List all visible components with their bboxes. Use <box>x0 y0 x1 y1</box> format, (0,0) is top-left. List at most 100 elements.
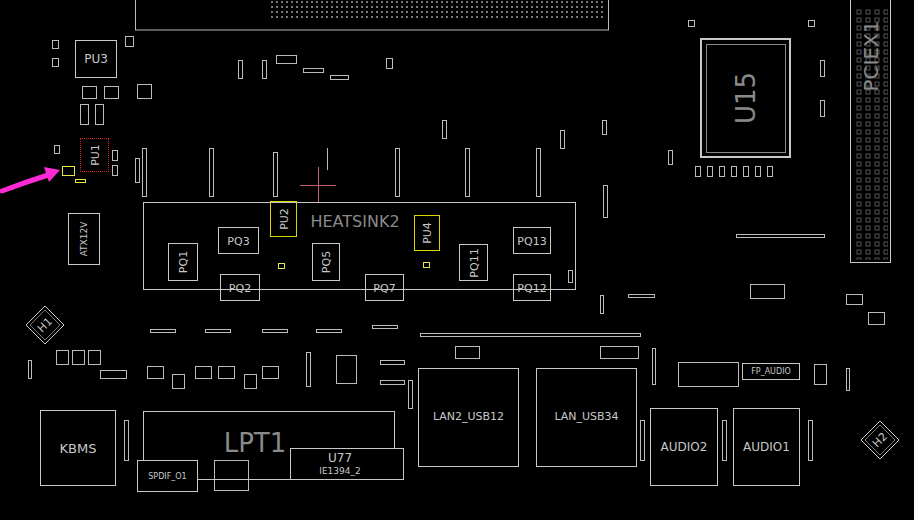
pad <box>219 367 235 379</box>
pad <box>89 351 101 365</box>
part-label: AUDIO2 <box>661 441 708 453</box>
part-label: H1 <box>36 316 55 335</box>
component-outline: PQ5 <box>312 243 340 281</box>
pad <box>603 121 607 135</box>
component-outline: ATX12V <box>68 213 100 265</box>
mounting-hole: H1 <box>25 305 65 345</box>
part-label: PCIEX1 <box>861 21 881 92</box>
pad <box>125 421 129 461</box>
pad <box>113 166 118 176</box>
pad <box>101 371 127 379</box>
part-label: PQ11 <box>468 248 479 277</box>
pad <box>653 349 656 385</box>
pad <box>138 85 152 99</box>
part-label: PQ7 <box>373 282 395 293</box>
component-outline: PU4 <box>414 215 440 251</box>
pad <box>331 76 349 80</box>
crosshair-line <box>318 167 319 203</box>
part-label: ATX12V <box>80 222 89 257</box>
component-outline: PQ11 <box>459 244 488 281</box>
component-outline: LAN_USB34 <box>536 368 637 467</box>
pad <box>744 167 749 177</box>
mounting-hole: H2 <box>860 420 900 460</box>
pad <box>421 334 641 337</box>
pad <box>277 56 297 64</box>
component-outline: AUDIO2 <box>650 408 718 486</box>
pad <box>809 421 813 461</box>
pad <box>381 381 405 385</box>
pad <box>732 167 737 177</box>
pad <box>55 146 60 154</box>
pad <box>57 351 69 365</box>
pad <box>373 326 398 329</box>
chip-outline <box>136 0 609 30</box>
crosshair <box>300 167 336 203</box>
pad <box>847 369 850 391</box>
pad <box>263 61 267 79</box>
part-label: PU1 <box>89 144 100 166</box>
pad <box>601 347 639 359</box>
part-label: PQ1 <box>178 251 189 273</box>
component-outline: PQ3 <box>218 227 259 254</box>
part-label: FP_AUDIO <box>751 368 791 376</box>
pad <box>317 330 342 333</box>
pad <box>569 271 573 283</box>
pad <box>215 461 249 491</box>
pad <box>151 330 176 333</box>
component-outline: PU3 <box>75 40 117 78</box>
bar <box>537 149 541 197</box>
part-label: PU3 <box>84 53 108 65</box>
component-outline: PCIEX1 <box>850 0 891 263</box>
pointer-head <box>44 167 60 182</box>
pad-highlight <box>279 264 285 269</box>
pad <box>869 313 885 325</box>
component-outline: PQ2 <box>220 274 260 301</box>
bar <box>274 153 278 197</box>
pad <box>601 296 604 314</box>
pad <box>809 21 815 27</box>
pad <box>723 421 727 461</box>
bar <box>466 149 470 197</box>
pad <box>126 37 134 47</box>
pad-highlight <box>76 180 86 183</box>
part-label: LAN2_USB12 <box>433 411 504 422</box>
pad <box>307 353 311 387</box>
pad <box>73 351 85 365</box>
pad-group <box>29 0 889 491</box>
pad <box>113 151 118 161</box>
pad <box>629 295 655 298</box>
bar <box>396 149 400 197</box>
pad <box>29 361 32 379</box>
part-label: LAN_USB34 <box>554 411 618 422</box>
diamond-shape <box>26 306 64 344</box>
pad <box>737 235 825 238</box>
component-outline: PU2 <box>270 201 297 237</box>
part-label: HEATSINK2 <box>310 214 399 230</box>
component-outline: U15 <box>700 38 791 158</box>
component-outline: PU1 <box>80 138 109 172</box>
bar <box>143 149 147 197</box>
pad <box>756 167 761 177</box>
pad <box>669 151 673 165</box>
pad <box>53 59 59 67</box>
pad <box>263 330 288 333</box>
bar <box>210 149 214 197</box>
part-label: PU2 <box>278 208 289 230</box>
bar <box>136 159 140 183</box>
pad <box>409 381 413 409</box>
pad <box>263 367 279 379</box>
component-outline: SPDIF_O1 <box>137 460 198 492</box>
pad-highlight <box>63 167 75 176</box>
chip-inner <box>707 45 786 153</box>
part-label: PQ13 <box>517 235 546 246</box>
pad <box>206 330 231 333</box>
component-outline: FP_AUDIO <box>742 363 800 380</box>
pad <box>708 167 713 177</box>
component-outline: PQ1 <box>168 243 198 281</box>
part-label: PQ12 <box>517 282 546 293</box>
bar <box>604 186 608 218</box>
part-label: U15 <box>733 72 759 124</box>
part-label: PU4 <box>422 222 433 244</box>
component-outline: PQ7 <box>365 274 404 301</box>
pad <box>239 61 243 79</box>
